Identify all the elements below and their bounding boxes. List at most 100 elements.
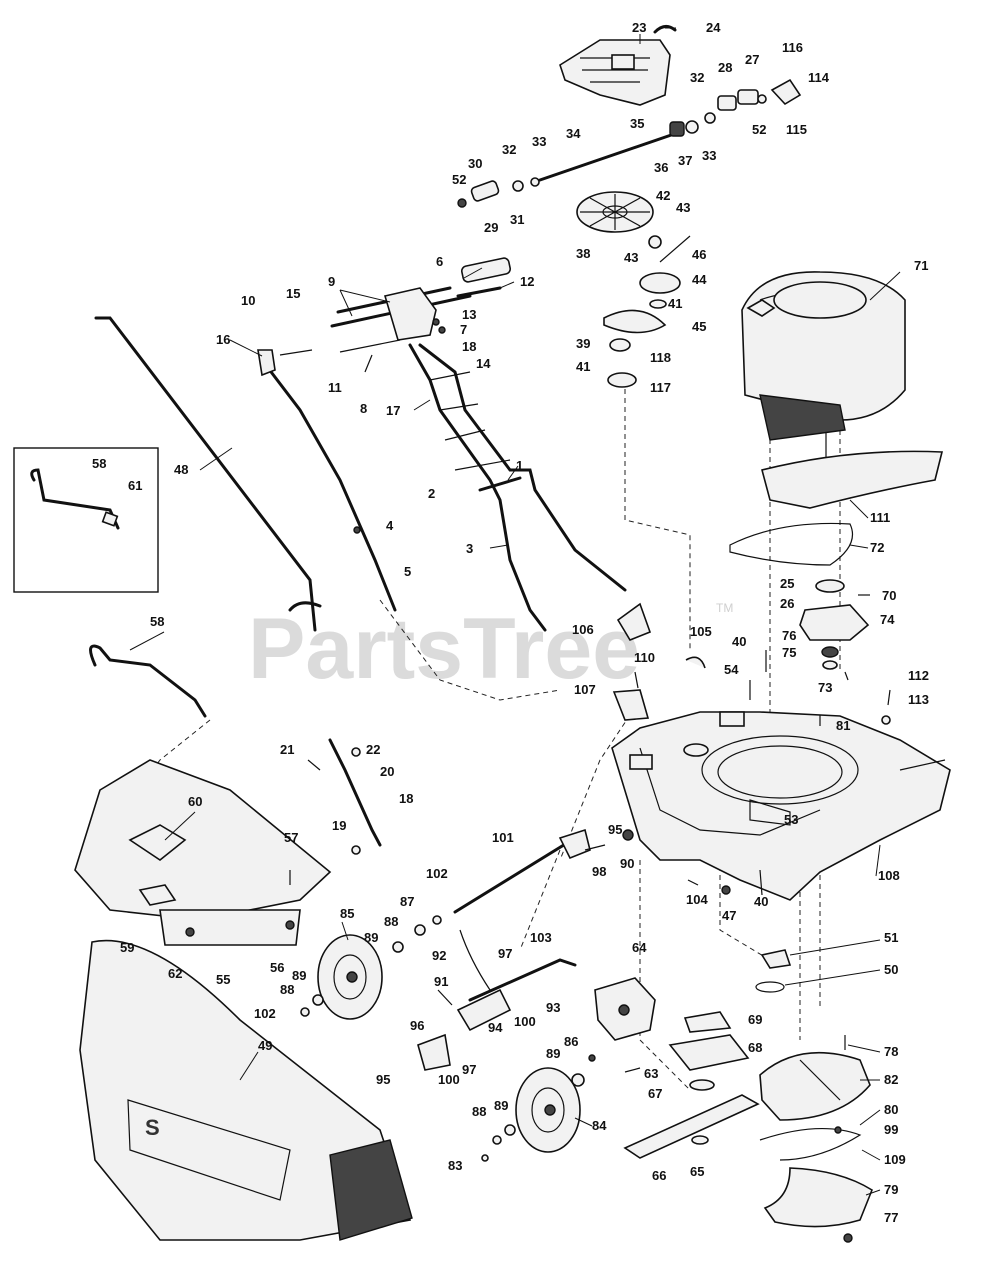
bag-lettering: S xyxy=(145,1115,160,1140)
callout-42: 42 xyxy=(656,188,670,203)
callout-39: 39 xyxy=(576,336,590,351)
clutch-assembly xyxy=(799,579,870,681)
callout-117: 117 xyxy=(650,380,671,395)
deck-fasteners xyxy=(622,650,891,896)
callout-83: 83 xyxy=(448,1158,462,1173)
callout-8: 8 xyxy=(360,401,367,416)
callout-99: 99 xyxy=(884,1122,898,1137)
wheel-hardware xyxy=(300,915,596,1162)
callout-101: 101 xyxy=(492,830,514,845)
callout-16: 16 xyxy=(216,332,230,347)
mower-handle xyxy=(408,343,627,632)
callout-labels: 1 2 3 4 5 6 7 8 9 10 11 12 13 14 15 16 1… xyxy=(120,20,929,1225)
watermark: PartsTree TM xyxy=(248,601,733,697)
callout-10: 10 xyxy=(241,293,255,308)
callout-31: 31 xyxy=(510,212,524,227)
callout-58: 58 xyxy=(150,614,164,629)
callout-88b: 88 xyxy=(280,982,294,997)
callout-76: 76 xyxy=(782,628,796,643)
callout-88c: 88 xyxy=(472,1104,486,1119)
callout-85: 85 xyxy=(340,906,354,921)
callout-45: 45 xyxy=(692,319,706,334)
callout-28: 28 xyxy=(718,60,732,75)
callout-36: 36 xyxy=(654,160,668,175)
engine xyxy=(741,271,906,460)
callout-95b: 95 xyxy=(376,1072,390,1087)
callout-102: 102 xyxy=(426,866,448,881)
callout-29: 29 xyxy=(484,220,498,235)
callout-113: 113 xyxy=(908,692,929,707)
callout-115: 115 xyxy=(786,122,807,137)
callout-105: 105 xyxy=(690,624,712,639)
callout-59: 59 xyxy=(120,940,134,955)
callout-112: 112 xyxy=(908,668,929,683)
callout-79: 79 xyxy=(884,1182,898,1197)
linkage-rod-assembly xyxy=(457,78,802,208)
callout-106: 106 xyxy=(572,622,594,637)
callout-52: 52 xyxy=(452,172,466,187)
callout-1: 1 xyxy=(516,458,523,473)
callout-87: 87 xyxy=(400,894,414,909)
callout-97: 97 xyxy=(498,946,512,961)
callout-90: 90 xyxy=(620,856,634,871)
callout-118: 118 xyxy=(650,350,671,365)
callout-86: 86 xyxy=(564,1034,578,1049)
callout-89c: 89 xyxy=(546,1046,560,1061)
callout-55: 55 xyxy=(216,972,230,987)
callout-72: 72 xyxy=(870,540,884,555)
callout-19: 19 xyxy=(332,818,346,833)
callout-40: 40 xyxy=(732,634,746,649)
callout-17: 17 xyxy=(386,403,400,418)
wheel-right xyxy=(515,1067,581,1153)
callout-20: 20 xyxy=(380,764,394,779)
callout-48: 48 xyxy=(174,462,188,477)
callout-116: 116 xyxy=(782,40,803,55)
callout-47: 47 xyxy=(722,908,736,923)
callout-96: 96 xyxy=(410,1018,424,1033)
callout-68: 68 xyxy=(748,1040,762,1055)
callout-14: 14 xyxy=(476,356,491,371)
callout-5: 5 xyxy=(404,564,411,579)
callout-11: 11 xyxy=(328,380,342,395)
deck-brackets xyxy=(612,602,706,721)
callout-24: 24 xyxy=(706,20,721,35)
callout-7: 7 xyxy=(460,322,467,337)
callout-98: 98 xyxy=(592,864,606,879)
callout-69: 69 xyxy=(748,1012,762,1027)
callout-51: 51 xyxy=(884,930,898,945)
callout-70: 70 xyxy=(882,588,896,603)
callout-9: 9 xyxy=(328,274,335,289)
callout-52b: 52 xyxy=(752,122,766,137)
callout-22: 22 xyxy=(366,742,380,757)
callout-81: 81 xyxy=(836,718,850,733)
inset-label-58: 58 xyxy=(92,456,106,471)
callout-102b: 102 xyxy=(254,1006,276,1021)
grass-bag: S xyxy=(79,939,413,1241)
belt-guard-and-belt xyxy=(729,450,944,566)
callout-65: 65 xyxy=(690,1164,704,1179)
callout-73: 73 xyxy=(818,680,832,695)
callout-2: 2 xyxy=(428,486,435,501)
watermark-tm: TM xyxy=(716,601,733,615)
callout-18: 18 xyxy=(462,339,476,354)
callout-75: 75 xyxy=(782,645,796,660)
callout-38: 38 xyxy=(576,246,590,261)
leader-lines xyxy=(129,27,901,1196)
callout-3: 3 xyxy=(466,541,473,556)
callout-6: 6 xyxy=(436,254,443,269)
callout-49: 49 xyxy=(258,1038,272,1053)
callout-32b: 32 xyxy=(690,70,704,85)
callout-44: 44 xyxy=(692,272,707,287)
callout-111: 111 xyxy=(870,510,890,525)
callout-33b: 33 xyxy=(702,148,716,163)
callout-25: 25 xyxy=(780,576,794,591)
callout-89: 89 xyxy=(364,930,378,945)
callout-4: 4 xyxy=(386,518,394,533)
callout-88: 88 xyxy=(384,914,398,929)
callout-100: 100 xyxy=(514,1014,536,1029)
mulching-parts xyxy=(755,949,873,1243)
bag-support-rod xyxy=(89,644,207,718)
rear-axle-linkage xyxy=(417,828,606,1071)
callout-100b: 100 xyxy=(438,1072,460,1087)
